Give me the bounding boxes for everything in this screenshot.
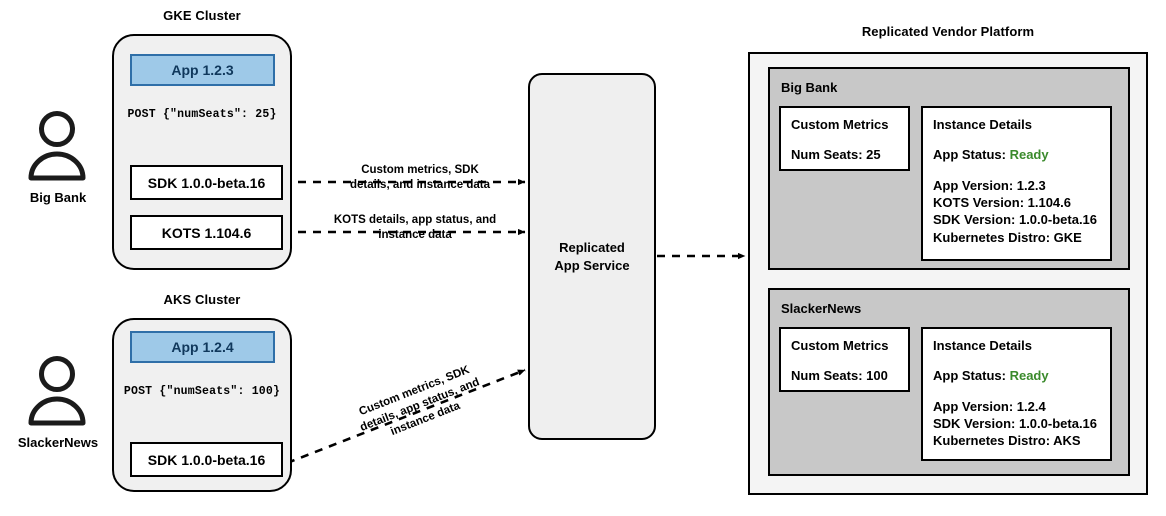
detail-line-kots-version-big-bank: KOTS Version: 1.104.6 (933, 195, 1072, 211)
custom-metrics-value-slackernews: Num Seats: 100 (791, 368, 888, 383)
service-line-1: Replicated (559, 239, 625, 255)
node-kots-gke[interactable]: KOTS 1.104.6 (130, 215, 283, 250)
app-status-row-slackernews: App Status: Ready (933, 367, 1110, 384)
status-badge-slackernews: Ready (1009, 368, 1049, 383)
custom-metrics-heading-big-bank: Custom Metrics (791, 117, 889, 132)
tenant-name-big-bank: Big Bank (781, 80, 838, 95)
node-sdk-aks[interactable]: SDK 1.0.0-beta.16 (130, 442, 283, 477)
person-icon-slackernews (28, 356, 86, 426)
app-status-row-big-bank: App Status: Ready (933, 146, 1110, 163)
edge-label-sdk-to-service-line2: details, and instance data (350, 178, 490, 191)
detail-line-app-version-slackernews: App Version: 1.2.4 (933, 399, 1046, 415)
custom-metrics-card-big-bank: Custom Metrics Num Seats: 25 (779, 106, 910, 171)
edge-label-kots-to-service-line1: KOTS details, app status, and (333, 214, 497, 226)
edge-label-kots-to-service-line2: instance data (378, 228, 452, 241)
post-text-gke: POST {"numSeats": 25} (127, 108, 277, 121)
detail-line-k8s-distro-big-bank: Kubernetes Distro: GKE (933, 229, 1082, 245)
status-badge-big-bank: Ready (1009, 147, 1049, 162)
detail-line-sdk-version-big-bank: SDK Version: 1.0.0-beta.16 (933, 212, 1098, 228)
replicated-app-service-box[interactable]: Replicated App Service (528, 73, 656, 440)
person-icon-big-bank (28, 111, 86, 181)
post-text-aks: POST {"numSeats": 100} (123, 385, 281, 398)
custom-metrics-value-big-bank: Num Seats: 25 (791, 147, 881, 162)
node-app-gke[interactable]: App 1.2.3 (130, 54, 275, 86)
app-status-label-big-bank: App Status: (933, 147, 1006, 162)
cluster-title-gke: GKE Cluster (163, 8, 241, 23)
detail-line-k8s-distro-slackernews: Kubernetes Distro: AKS (933, 433, 1081, 449)
actor-label-slackernews: SlackerNews (17, 435, 99, 450)
instance-details-heading-slackernews: Instance Details (933, 338, 1032, 353)
node-sdk-gke[interactable]: SDK 1.0.0-beta.16 (130, 165, 283, 200)
instance-details-heading-big-bank: Instance Details (933, 117, 1032, 132)
custom-metrics-heading-slackernews: Custom Metrics (791, 338, 889, 353)
service-line-2: App Service (554, 257, 630, 273)
platform-title: Replicated Vendor Platform (861, 24, 1035, 39)
instance-details-card-big-bank: Instance Details App Status: Ready App V… (921, 106, 1112, 261)
detail-line-sdk-version-slackernews: SDK Version: 1.0.0-beta.16 (933, 416, 1098, 432)
actor-label-big-bank: Big Bank (29, 190, 87, 205)
app-status-label-slackernews: App Status: (933, 368, 1006, 383)
detail-line-app-version-big-bank: App Version: 1.2.3 (933, 178, 1046, 194)
cluster-title-aks: AKS Cluster (163, 292, 241, 307)
tenant-name-slackernews: SlackerNews (781, 301, 862, 316)
instance-details-card-slackernews: Instance Details App Status: Ready App V… (921, 327, 1112, 461)
custom-metrics-card-slackernews: Custom Metrics Num Seats: 100 (779, 327, 910, 392)
node-app-aks[interactable]: App 1.2.4 (130, 331, 275, 363)
edge-label-sdk-to-service-line1: Custom metrics, SDK (361, 164, 479, 176)
